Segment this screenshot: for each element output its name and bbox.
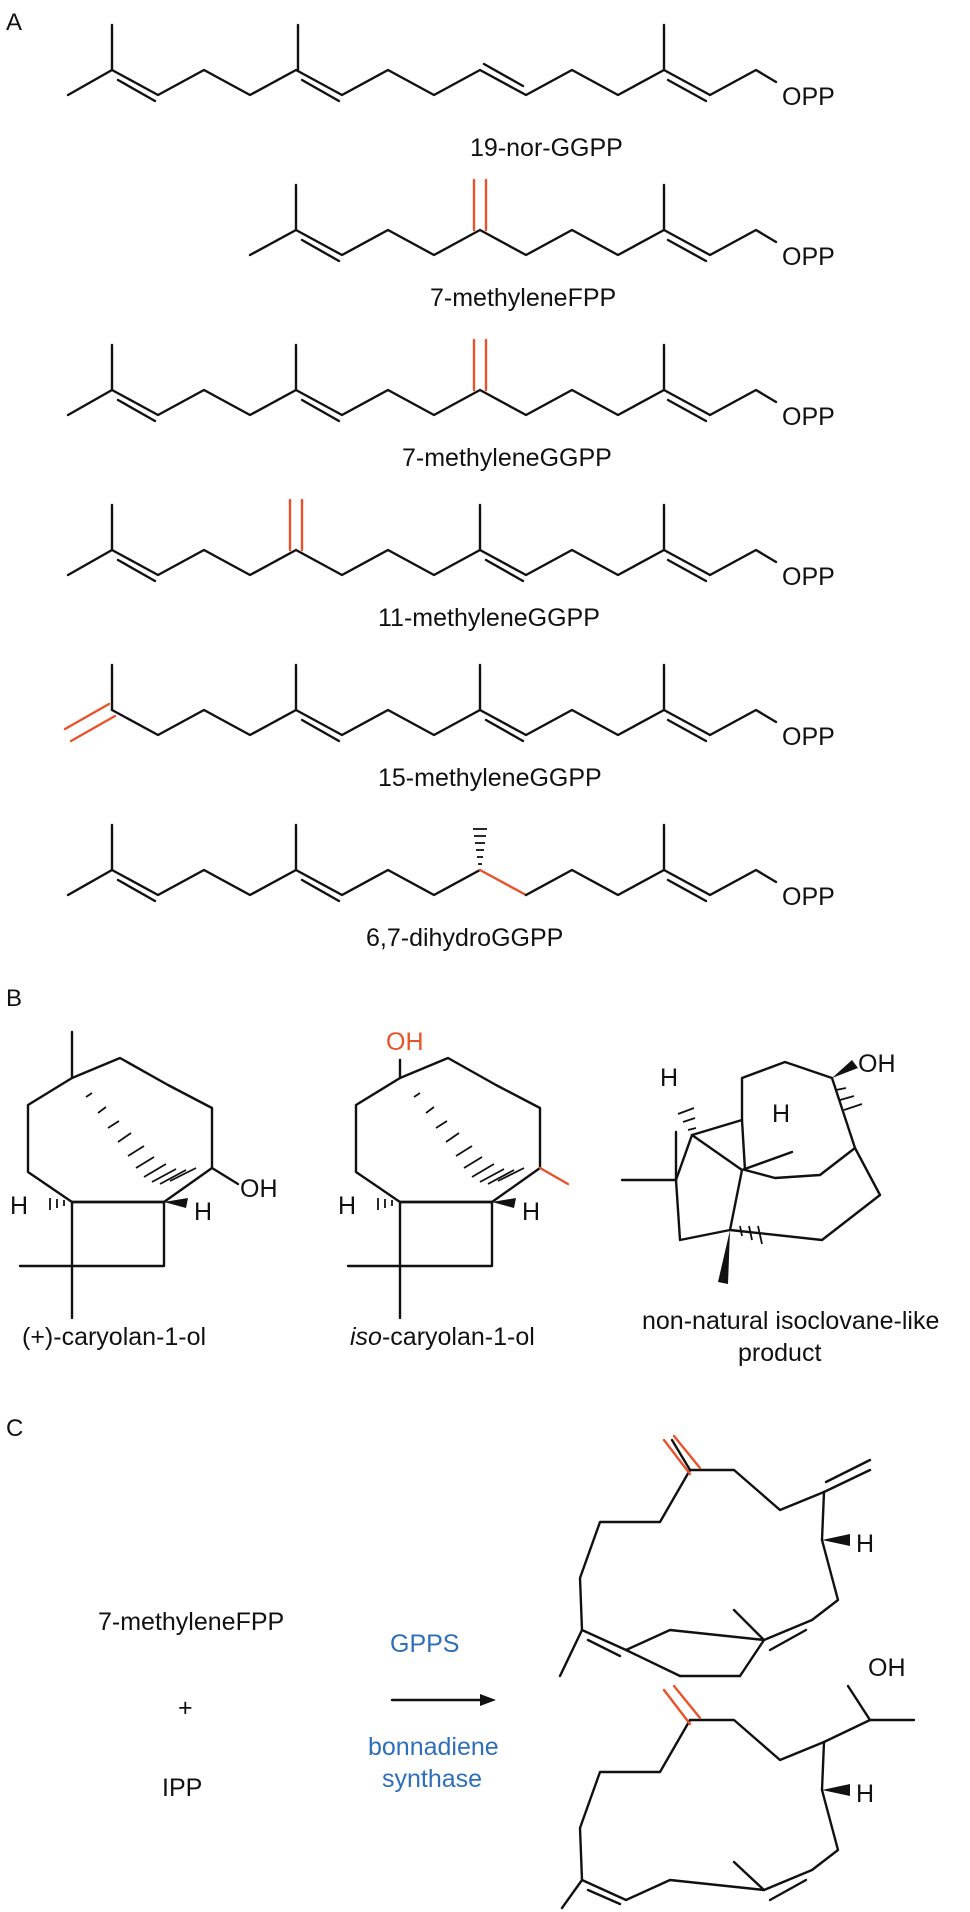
hashed-h-bond bbox=[677, 1107, 697, 1131]
structure-11-methyleneggpp: OPP bbox=[66, 498, 835, 591]
hydrogen-label: H bbox=[772, 1100, 790, 1128]
structure-product-1: H bbox=[558, 1434, 874, 1678]
enzyme-bonnadiene-line1: bonnadiene bbox=[368, 1733, 499, 1761]
wedge-h-bond bbox=[164, 1198, 188, 1208]
opp-label: OPP bbox=[782, 243, 835, 271]
opp-label: OPP bbox=[782, 883, 835, 911]
wedge-h-bond bbox=[822, 1534, 850, 1546]
enzyme-gpps: GPPS bbox=[390, 1630, 459, 1658]
hashed-h-bond bbox=[377, 1198, 393, 1210]
hashed-h-bond bbox=[49, 1198, 65, 1210]
structure-19-nor-ggpp: OPP bbox=[66, 23, 835, 111]
wedge-oh-bond bbox=[832, 1060, 858, 1078]
wedge-h-bond bbox=[822, 1784, 850, 1796]
hashed-methyl-bond bbox=[473, 828, 487, 865]
name-prefix-iso: iso bbox=[350, 1323, 382, 1351]
name-19-nor-ggpp: 19-nor-GGPP bbox=[470, 134, 623, 162]
hydroxyl-label-highlighted: OH bbox=[386, 1028, 424, 1056]
name-isoclovane-line1: non-natural isoclovane-like bbox=[642, 1307, 939, 1335]
hydrogen-label: H bbox=[10, 1192, 28, 1220]
panel-label-b: B bbox=[6, 985, 22, 1012]
opp-label: OPP bbox=[782, 723, 835, 751]
hydrogen-label: H bbox=[522, 1198, 540, 1226]
wedge-h-bond bbox=[492, 1198, 516, 1208]
hydrogen-label: H bbox=[194, 1198, 212, 1226]
reaction-arrow bbox=[390, 1694, 496, 1706]
hashed-bridge-bond bbox=[85, 1092, 197, 1185]
hydroxyl-label: OH bbox=[868, 1654, 906, 1682]
hydrogen-label: H bbox=[856, 1530, 874, 1558]
structure-6-7-dihydroggpp: OPP bbox=[66, 823, 835, 911]
hydrogen-label: H bbox=[660, 1064, 678, 1092]
name-15-methyleneggpp: 15-methyleneGGPP bbox=[378, 764, 602, 792]
name-iso-caryolan-1-ol: iso-caryolan-1-ol bbox=[350, 1323, 535, 1351]
hydrogen-label: H bbox=[856, 1780, 874, 1808]
enzyme-bonnadiene-line2: synthase bbox=[382, 1765, 482, 1793]
name-7-methyleneggpp: 7-methyleneGGPP bbox=[402, 444, 612, 472]
panel-label-c: C bbox=[6, 1415, 23, 1442]
name-11-methyleneggpp: 11-methyleneGGPP bbox=[378, 604, 600, 632]
plus-sign: + bbox=[178, 1694, 193, 1722]
reactant-7-methylenefpp: 7-methyleneFPP bbox=[98, 1608, 284, 1636]
hydroxyl-label: OH bbox=[240, 1175, 278, 1203]
name-suffix: -caryolan-1-ol bbox=[382, 1323, 535, 1351]
structure-iso-caryolan-1-ol: H H OH bbox=[338, 1028, 570, 1320]
structure-product-2: H OH bbox=[560, 1654, 916, 1910]
opp-label: OPP bbox=[782, 563, 835, 591]
wedge-methyl-bond bbox=[718, 1230, 730, 1284]
name-6-7-dihydroggpp: 6,7-dihydroGGPP bbox=[366, 924, 563, 952]
name-7-methylenefpp: 7-methyleneFPP bbox=[430, 284, 616, 312]
opp-label: OPP bbox=[782, 403, 835, 431]
hashed-bridge-bond bbox=[739, 1087, 863, 1245]
structure-caryolan-1-ol: H H OH bbox=[10, 1030, 278, 1320]
structure-7-methyleneggpp: OPP bbox=[66, 338, 835, 431]
hydroxyl-label: OH bbox=[858, 1050, 896, 1078]
opp-label: OPP bbox=[782, 83, 835, 111]
structure-7-methylenefpp: OPP bbox=[248, 178, 835, 271]
hydrogen-label: H bbox=[338, 1192, 356, 1220]
panel-label-a: A bbox=[6, 9, 22, 36]
reactant-ipp: IPP bbox=[162, 1774, 202, 1802]
name-isoclovane-line2: product bbox=[738, 1339, 821, 1367]
structure-15-methyleneggpp: OPP bbox=[63, 663, 835, 751]
structure-isoclovane-like: H H OH bbox=[620, 1050, 896, 1284]
hashed-bridge-bond bbox=[413, 1092, 525, 1185]
name-caryolan-1-ol: (+)-caryolan-1-ol bbox=[22, 1323, 206, 1351]
